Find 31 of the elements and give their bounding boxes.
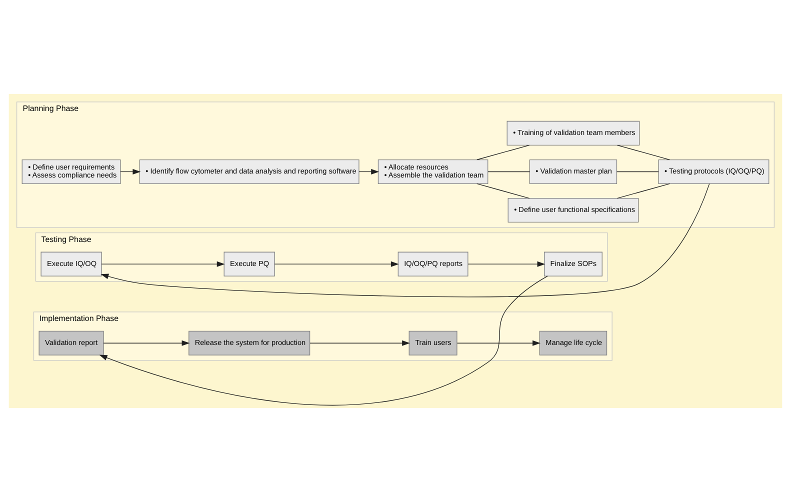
arrow xyxy=(101,260,225,266)
connector xyxy=(616,182,670,198)
node-box: • Validation master plan xyxy=(529,158,618,184)
node-box: Execute IQ/OQ xyxy=(40,251,102,276)
node-box: Execute PQ xyxy=(224,251,275,276)
arrow xyxy=(310,340,410,346)
node-box: Validation report xyxy=(38,330,104,355)
connector xyxy=(476,182,530,198)
arrow xyxy=(468,260,546,266)
node-box: Train users xyxy=(408,330,458,355)
connector xyxy=(616,170,659,172)
node-box: Manage life cycle xyxy=(539,330,608,355)
arrow xyxy=(100,182,710,297)
arrow xyxy=(274,260,399,266)
node-box: • Training of validation team members xyxy=(506,120,640,145)
connector xyxy=(616,144,670,160)
node-box: • Identify flow cytometer and data analysis and reporting software xyxy=(139,158,360,184)
arrow xyxy=(103,340,190,346)
node-box: • Testing protocols (IQ/OQ/PQ) xyxy=(658,158,770,184)
node-box: Finalize SOPs xyxy=(544,251,602,276)
node-box: • Define user requirements • Assess compliance needs xyxy=(22,158,121,184)
node-box: Release the system for production xyxy=(188,330,310,355)
node-box: • Define user functional specifications xyxy=(508,197,639,222)
arrow xyxy=(99,275,548,405)
node-box: • Allocate resources • Assemble the validation team xyxy=(378,158,488,184)
node-box: IQ/OQ/PQ reports xyxy=(398,251,468,276)
arrow xyxy=(456,340,540,346)
arrow xyxy=(358,168,380,174)
arrow xyxy=(120,168,141,174)
connector xyxy=(488,170,530,172)
connector xyxy=(476,144,530,160)
